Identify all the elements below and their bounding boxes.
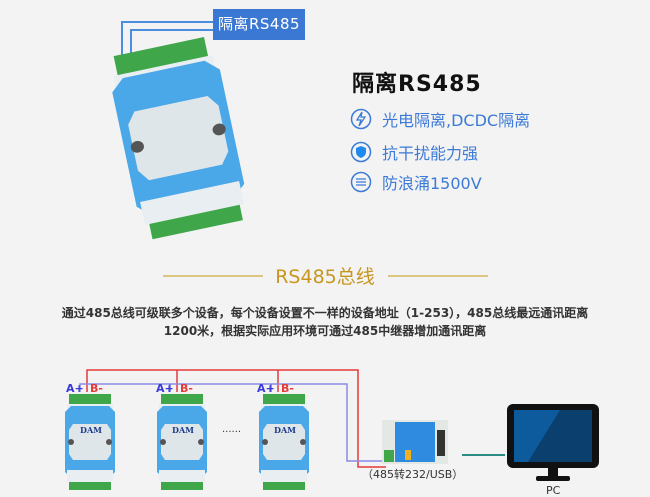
b-minus-label: B- bbox=[281, 382, 294, 395]
converter-label: （485转232/USB） bbox=[362, 468, 464, 481]
a-plus-label: A+ bbox=[257, 382, 275, 395]
converter-device bbox=[382, 420, 448, 464]
b-minus-label: B- bbox=[90, 382, 103, 395]
device-2 bbox=[157, 394, 207, 490]
description-line-1: 通过485总线可级联多个设备，每个设备设置不一样的设备地址（1-253），485… bbox=[61, 306, 589, 320]
device-3 bbox=[259, 394, 309, 490]
feature-text: 抗干扰能力强 bbox=[382, 144, 479, 163]
surge-icon bbox=[350, 171, 372, 193]
top-device-image bbox=[105, 21, 252, 242]
a-plus-label: A+ bbox=[66, 382, 84, 395]
feature-surge: 防浪涌1500V bbox=[350, 170, 482, 194]
device-brand: DAM bbox=[80, 425, 102, 435]
device-1 bbox=[65, 394, 115, 490]
pc-label: PC bbox=[546, 484, 561, 497]
lightning-icon bbox=[350, 108, 372, 130]
a-plus-label: A+ bbox=[156, 382, 174, 395]
pc-monitor-icon bbox=[507, 404, 599, 481]
section-title: RS485总线 bbox=[275, 266, 375, 288]
b-minus-label: B- bbox=[180, 382, 193, 395]
page-title: 隔离RS485 bbox=[352, 72, 482, 97]
shield-icon bbox=[350, 141, 372, 163]
divider-left bbox=[163, 275, 263, 277]
rs485-bus-wires bbox=[79, 369, 386, 468]
divider-right bbox=[388, 275, 488, 277]
feature-text: 防浪涌1500V bbox=[382, 174, 482, 193]
ellipsis: ...... bbox=[222, 424, 242, 435]
feature-isolation: 光电隔离,DCDC隔离 bbox=[350, 107, 530, 131]
feature-text: 光电隔离,DCDC隔离 bbox=[382, 111, 531, 130]
isolated-rs485-callout: 隔离RS485 bbox=[213, 9, 305, 40]
device-brand: DAM bbox=[172, 425, 194, 435]
device-brand: DAM bbox=[274, 425, 296, 435]
feature-anti-interference: 抗干扰能力强 bbox=[350, 140, 478, 164]
description-line-2: 1200米，根据实际应用环境可通过485中继器增加通讯距离 bbox=[163, 324, 487, 338]
